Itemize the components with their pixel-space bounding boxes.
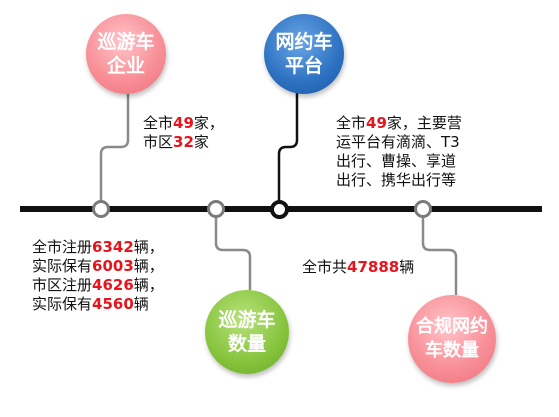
text-line: 出行、携华出行等 — [336, 171, 457, 189]
highlight-number: 32 — [173, 133, 194, 151]
text-segment: 实际保有 — [32, 295, 93, 313]
text-segment: 实际保有 — [32, 257, 93, 275]
text-segment: 辆， — [133, 276, 164, 294]
highlight-number: 4626 — [92, 276, 134, 294]
bubble-label-line2: 数量 — [227, 333, 266, 355]
highlight-number: 4560 — [92, 295, 134, 313]
bubble-label-line2: 企业 — [106, 55, 145, 77]
compliant-text: 全市共47888辆 — [302, 258, 414, 277]
highlight-number: 6342 — [92, 238, 134, 256]
text-line: 出行、曹操、享道 — [336, 152, 457, 170]
text-segment: 全市共 — [302, 258, 348, 276]
text-line: 运平台有滴滴、T3 — [336, 133, 460, 151]
text-segment: 辆， — [133, 238, 164, 256]
bubble-label-line2: 平台 — [284, 55, 323, 77]
text-segment: 家 — [193, 133, 209, 151]
timeline-node-cruise-count — [207, 200, 225, 218]
timeline-node-platform — [270, 200, 289, 219]
bubble-compliant-count: 合规网约 车数量 — [408, 295, 496, 383]
highlight-number: 49 — [366, 114, 387, 132]
text-segment: 全市 — [143, 114, 174, 132]
timeline-node-compliant — [414, 200, 432, 218]
text-segment: 家，主要营 — [386, 114, 462, 132]
highlight-number: 49 — [173, 114, 194, 132]
text-segment: 家， — [193, 114, 224, 132]
highlight-number: 47888 — [347, 258, 400, 276]
text-segment: 市区 — [143, 133, 174, 151]
platform-text: 全市49家，主要营 运平台有滴滴、T3 出行、曹操、享道 出行、携华出行等 — [336, 114, 462, 190]
bubble-cruise-count: 巡游车 数量 — [205, 290, 289, 374]
connector-platform — [277, 92, 299, 204]
bubble-ride-platform: 网约车 平台 — [264, 14, 344, 94]
text-segment: 辆， — [133, 257, 164, 275]
text-segment: 辆 — [399, 258, 415, 276]
bubble-label-line1: 网约车 — [275, 31, 333, 53]
highlight-number: 6003 — [92, 257, 134, 275]
timeline-node-enterprise — [92, 200, 110, 218]
connector-compliant — [421, 214, 458, 295]
vehicles-text: 全市注册6342辆， 实际保有6003辆， 市区注册4626辆， 实际保有456… — [32, 238, 164, 314]
text-segment: 全市 — [336, 114, 367, 132]
connector-enterprise — [99, 92, 130, 204]
bubble-label-line1: 巡游车 — [218, 309, 276, 331]
bubble-label-line1: 合规网约 — [416, 316, 488, 337]
text-segment: 辆 — [133, 295, 149, 313]
bubble-cruise-enterprise: 巡游车 企业 — [86, 14, 166, 94]
text-segment: 市区注册 — [32, 276, 93, 294]
enterprise-text: 全市49家， 市区32家 — [143, 114, 224, 152]
bubble-label-line2: 车数量 — [425, 340, 479, 361]
bubble-label-line1: 巡游车 — [97, 31, 155, 53]
connector-cruise-count — [214, 214, 252, 290]
text-segment: 全市注册 — [32, 238, 93, 256]
